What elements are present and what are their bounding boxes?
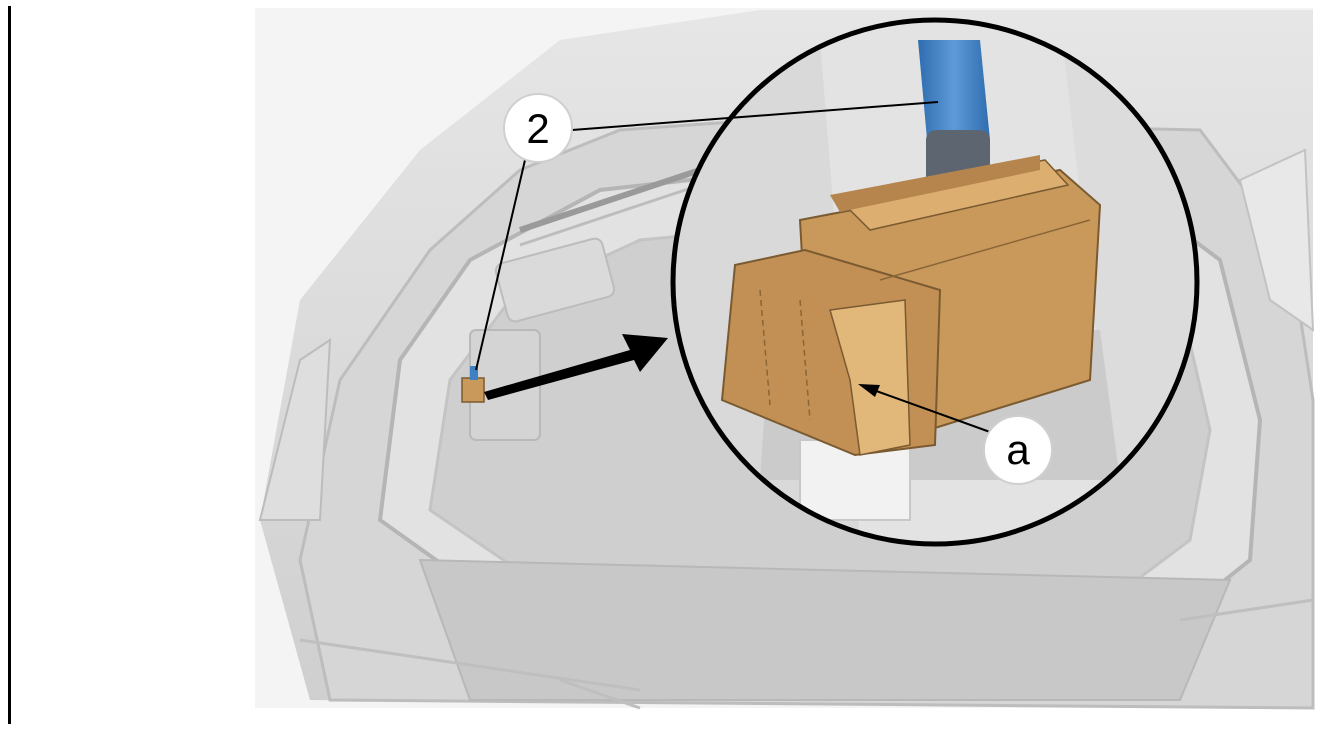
detail-magnifier [670, 17, 1200, 547]
callout-2-label: 2 [526, 105, 549, 152]
callout-2-leaders [475, 101, 939, 371]
connector-location-small [461, 366, 485, 403]
callout-2: 2 [503, 93, 573, 163]
callout-a-label: a [1006, 426, 1030, 473]
callout-a-leader [858, 384, 991, 433]
left-margin-rule [8, 6, 11, 724]
zoom-arrow [484, 334, 668, 400]
callout-a: a [983, 415, 1053, 485]
connector-detail [720, 155, 1102, 457]
